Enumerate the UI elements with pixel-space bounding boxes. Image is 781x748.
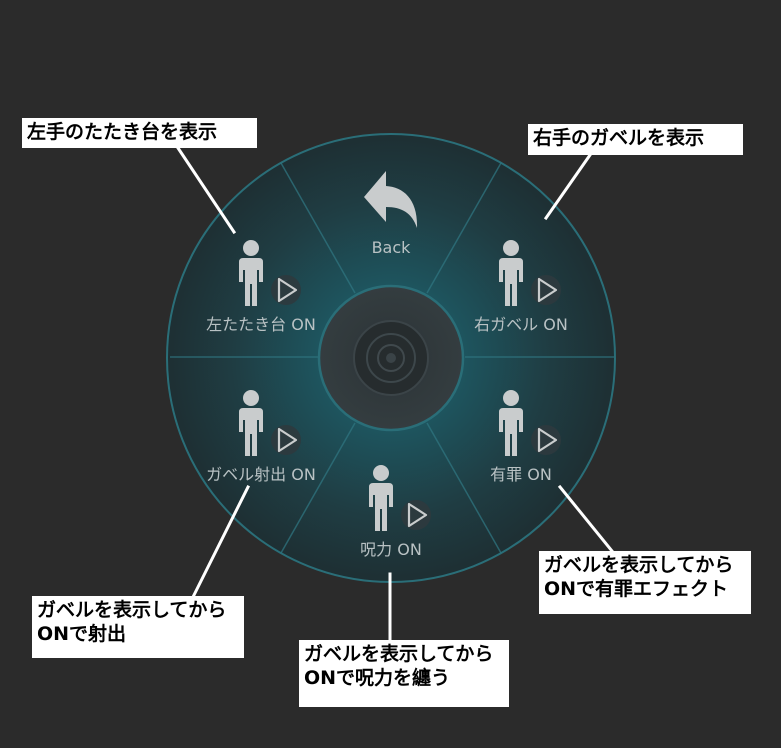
person-play-icon <box>239 390 301 456</box>
callout-guilty: ガベルを表示してから ONで有罪エフェクト <box>539 551 751 614</box>
segment-dividers <box>170 162 614 554</box>
center-hub <box>317 284 465 432</box>
menu-item-label: 左たたき台 ON <box>206 315 316 334</box>
menu-item-label: 有罪 ON <box>490 465 552 484</box>
joystick-icon <box>353 320 429 396</box>
connector-left-stand <box>175 145 237 235</box>
back-item: Back <box>364 171 418 257</box>
menu-item-left-stand: 左たたき台 ON <box>206 240 316 334</box>
back-arrow-icon <box>364 171 418 228</box>
callout-right-gavel: 右手のガベルを表示 <box>528 124 743 155</box>
callout-spell-power: ガベルを表示してから ONで呪力を纏う <box>299 640 509 707</box>
menu-item-gavel-shoot: ガベル射出 ON <box>206 390 316 484</box>
radial-menu: Back 右ガベル ON 有罪 ON 呪力 ON ガベル射出 ON 左たたき台 ON <box>166 133 616 583</box>
connector-gavel-shoot <box>190 484 251 600</box>
callout-left-stand: 左手のたたき台を表示 <box>22 118 257 148</box>
callout-connectors <box>175 145 615 642</box>
menu-item-right-gavel: 右ガベル ON <box>474 240 568 334</box>
menu-item-label: 右ガベル ON <box>474 315 568 334</box>
menu-item-guilty: 有罪 ON <box>490 390 561 484</box>
callout-gavel-shoot: ガベルを表示してから ONで射出 <box>32 596 244 658</box>
menu-item-label: ガベル射出 ON <box>206 465 316 484</box>
person-play-icon <box>499 240 561 306</box>
menu-item-label: 呪力 ON <box>360 540 422 559</box>
person-play-icon <box>239 240 301 306</box>
connector-right-gavel <box>543 152 593 221</box>
menu-item-spell-power: 呪力 ON <box>360 465 431 559</box>
person-play-icon <box>369 465 431 531</box>
connector-guilty <box>557 484 615 554</box>
person-play-icon <box>499 390 561 456</box>
back-label: Back <box>372 238 412 257</box>
